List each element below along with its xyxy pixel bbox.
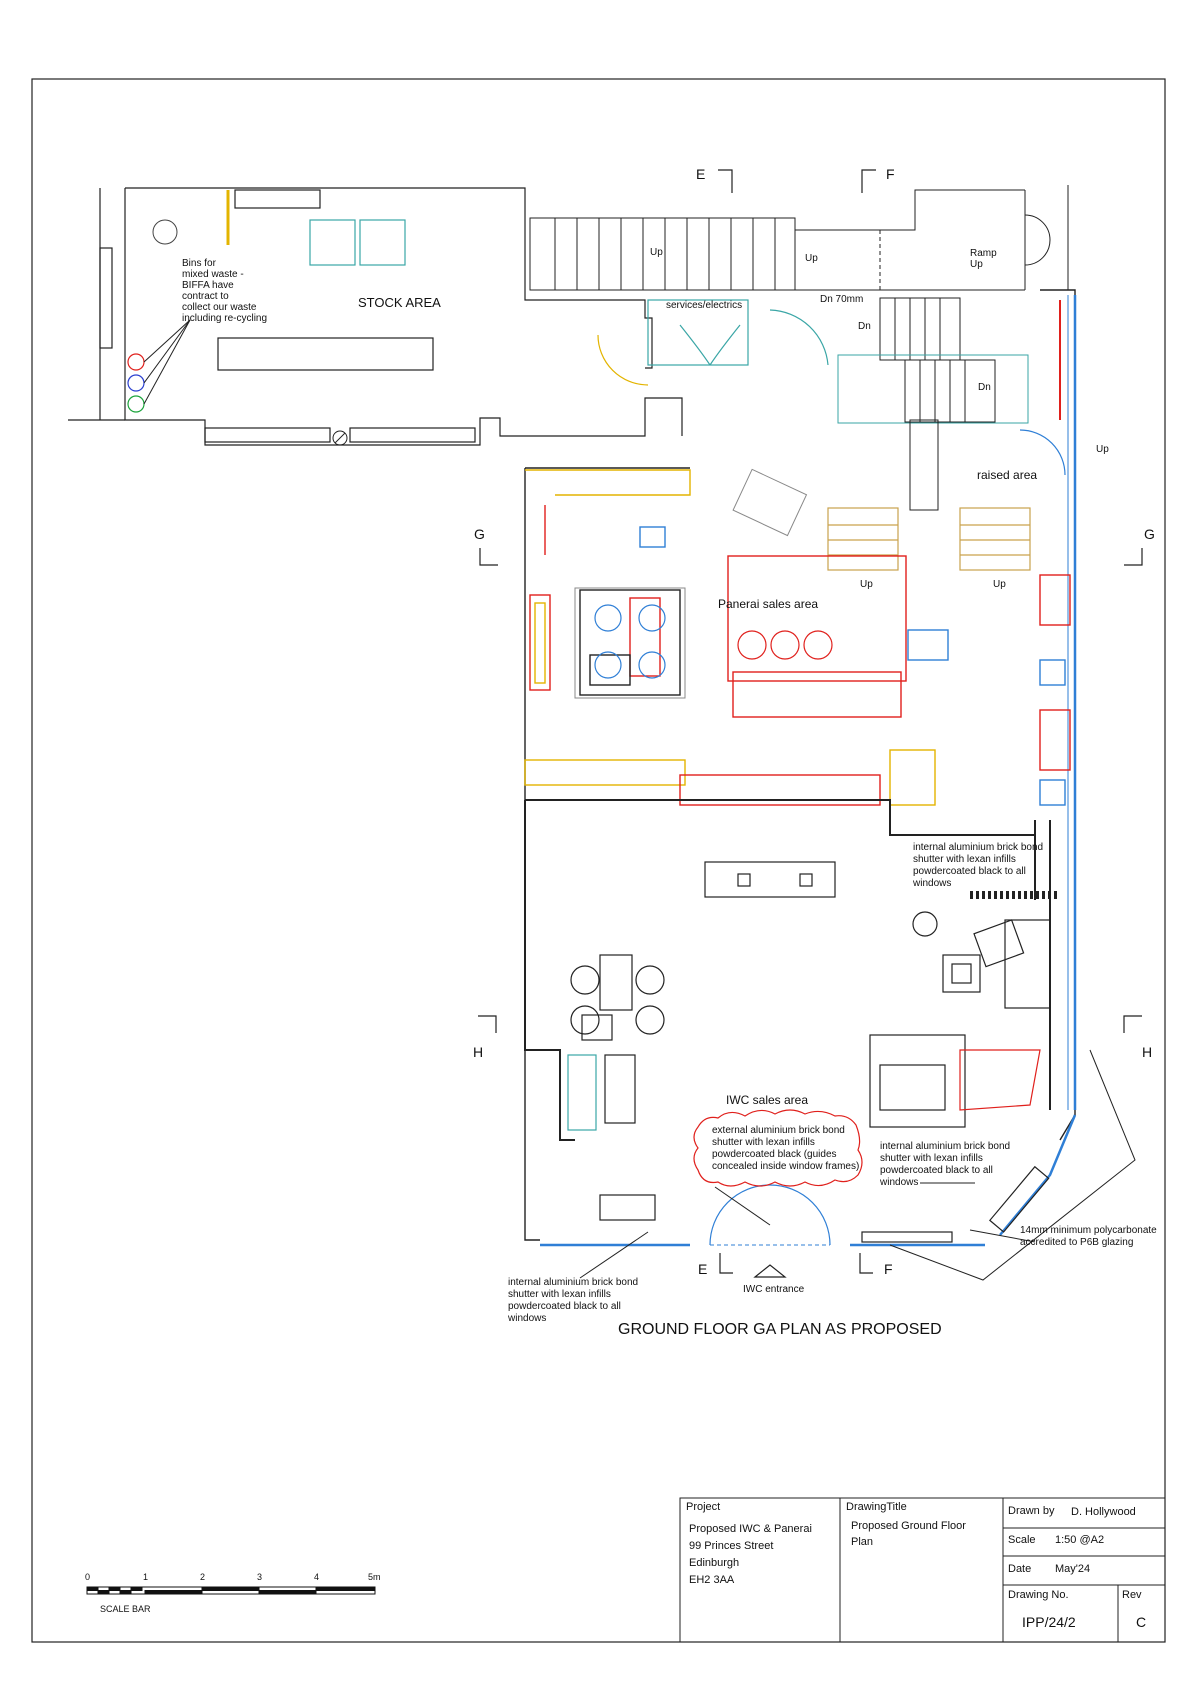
stock-shelf-1 xyxy=(309,219,356,266)
section-g-right: G xyxy=(1144,526,1155,542)
shutter-note-corner-1: internal aluminium brick bond xyxy=(880,1141,1011,1152)
main-staircase xyxy=(529,189,1025,291)
stock-shelf-2 xyxy=(359,219,406,266)
scale-tick-0: 0 xyxy=(85,1572,91,1582)
tb-scale: 1:50 @A2 xyxy=(1055,1534,1105,1546)
tb-drawn-by-label: Drawn by xyxy=(1008,1505,1055,1517)
external-shutter-note-3: powdercoated black (guides xyxy=(712,1149,837,1160)
tb-date-label: Date xyxy=(1008,1563,1032,1575)
tb-drawing-no: IPP/24/2 xyxy=(1022,1614,1076,1630)
shutter-note-east-3: powdercoated black to all xyxy=(913,866,1026,877)
tb-project-line-1: Proposed IWC & Panerai xyxy=(689,1523,812,1535)
bins-note-4: contract to xyxy=(182,291,229,302)
tb-project-line-2: 99 Princes Street xyxy=(689,1540,774,1552)
section-e-bottom: E xyxy=(698,1261,708,1277)
entrance-door-right xyxy=(769,1184,831,1246)
drawing-title: GROUND FLOOR GA PLAN AS PROPOSED xyxy=(618,1321,942,1338)
bin-green xyxy=(127,395,145,413)
tb-drawing-no-label: Drawing No. xyxy=(1008,1589,1069,1601)
shutter-note-west-2: shutter with lexan infills xyxy=(508,1289,611,1300)
tb-rev-label: Rev xyxy=(1122,1589,1142,1601)
entrance-door-left xyxy=(709,1184,771,1246)
stair-up-1: Up xyxy=(650,247,663,258)
raised-area-steps xyxy=(827,507,1031,571)
stock-door-swing xyxy=(597,334,649,386)
tb-scale-label: Scale xyxy=(1008,1534,1036,1546)
panerai-chairs xyxy=(737,630,833,660)
section-f-top: F xyxy=(886,166,895,182)
bins-note-5: collect our waste xyxy=(182,302,257,313)
shutter-note-corner-3: powdercoated black to all xyxy=(880,1165,993,1176)
sheet-border xyxy=(31,78,1166,1643)
secondary-staircase xyxy=(837,297,1029,424)
raised-area-label: raised area xyxy=(977,468,1038,482)
section-g-left: G xyxy=(474,526,485,542)
bins-note-3: BIFFA have xyxy=(182,280,234,291)
iwc-entrance-label: IWC entrance xyxy=(743,1284,805,1295)
scale-bar-label: SCALE BAR xyxy=(100,1604,151,1614)
polycarbonate-note-1: 14mm minimum polycarbonate xyxy=(1020,1225,1157,1236)
bins-note-2: mixed waste - xyxy=(182,269,244,280)
services-label: services/electrics xyxy=(666,300,743,311)
tb-date: May'24 xyxy=(1055,1563,1091,1575)
tb-rev: C xyxy=(1136,1614,1147,1630)
up-label-5: Up xyxy=(993,579,1006,590)
scale-tick-2: 2 xyxy=(200,1572,206,1582)
revision-cloud xyxy=(693,1109,863,1187)
shutter-note-east-4: windows xyxy=(913,878,952,889)
up-label-3: Up xyxy=(1096,444,1109,455)
iwc-area-label: IWC sales area xyxy=(726,1093,809,1107)
ramp-label-2: Up xyxy=(970,259,983,270)
section-markers xyxy=(478,169,1143,1278)
ramp-label-1: Ramp xyxy=(970,248,997,259)
scale-tick-4: 4 xyxy=(314,1572,320,1582)
section-f-bottom: F xyxy=(884,1261,893,1277)
external-shutter-note-1: external aluminium brick bond xyxy=(712,1125,845,1136)
bin-red xyxy=(127,353,145,371)
stock-area-walls xyxy=(68,187,683,446)
shutter-note-east-2: shutter with lexan infills xyxy=(913,854,1016,865)
tb-project-label: Project xyxy=(686,1501,721,1513)
shutter-note-west-4: windows xyxy=(508,1313,547,1324)
section-h-right: H xyxy=(1142,1044,1153,1060)
tb-drawing-title-line-1: Proposed Ground Floor xyxy=(851,1520,966,1532)
external-shutter-note-4: concealed inside window frames) xyxy=(712,1161,860,1172)
dn-70mm-label: Dn 70mm xyxy=(820,294,864,305)
external-shutter-note-2: shutter with lexan infills xyxy=(712,1137,815,1148)
bins-note-6: including re-cycling xyxy=(182,313,268,324)
bin-blue xyxy=(127,374,145,392)
shutter-note-west-1: internal aluminium brick bond xyxy=(508,1277,639,1288)
shutter-note-west-3: powdercoated black to all xyxy=(508,1301,621,1312)
up-label-4: Up xyxy=(860,579,873,590)
shutter-note-corner-4: windows xyxy=(880,1177,919,1188)
shutter-note-corner-2: shutter with lexan infills xyxy=(880,1153,983,1164)
section-h-left: H xyxy=(473,1044,484,1060)
bins-note-1: Bins for xyxy=(182,258,216,269)
panerai-displays xyxy=(524,469,1071,806)
scale-tick-5: 5m xyxy=(368,1572,381,1582)
dn-label-2: Dn xyxy=(978,382,991,393)
dn-label-1: Dn xyxy=(858,321,871,332)
tb-project-line-4: EH2 3AA xyxy=(689,1574,735,1586)
tb-drawing-title-label: DrawingTitle xyxy=(846,1501,907,1513)
polycarbonate-note-2: accredited to P6B glazing xyxy=(1020,1237,1134,1248)
stair-up-2: Up xyxy=(805,253,818,264)
shutter-note-east-1: internal aluminium brick bond xyxy=(913,842,1044,853)
scale-bar-graphic xyxy=(86,1586,376,1595)
scale-tick-3: 3 xyxy=(257,1572,263,1582)
panerai-rug xyxy=(574,587,686,699)
title-block-grid xyxy=(679,1497,1166,1643)
services-room xyxy=(647,299,749,366)
section-e-top: E xyxy=(696,166,706,182)
corner-glazing xyxy=(999,1114,1077,1236)
tb-project-line-3: Edinburgh xyxy=(689,1557,740,1569)
tb-drawing-title-line-2: Plan xyxy=(851,1536,874,1548)
stock-area-label: STOCK AREA xyxy=(358,295,441,310)
iwc-walls xyxy=(524,799,1035,1141)
scale-tick-1: 1 xyxy=(143,1572,149,1582)
panerai-area-label: Panerai sales area xyxy=(718,597,819,611)
tb-drawn-by: D. Hollywood xyxy=(1071,1506,1136,1518)
